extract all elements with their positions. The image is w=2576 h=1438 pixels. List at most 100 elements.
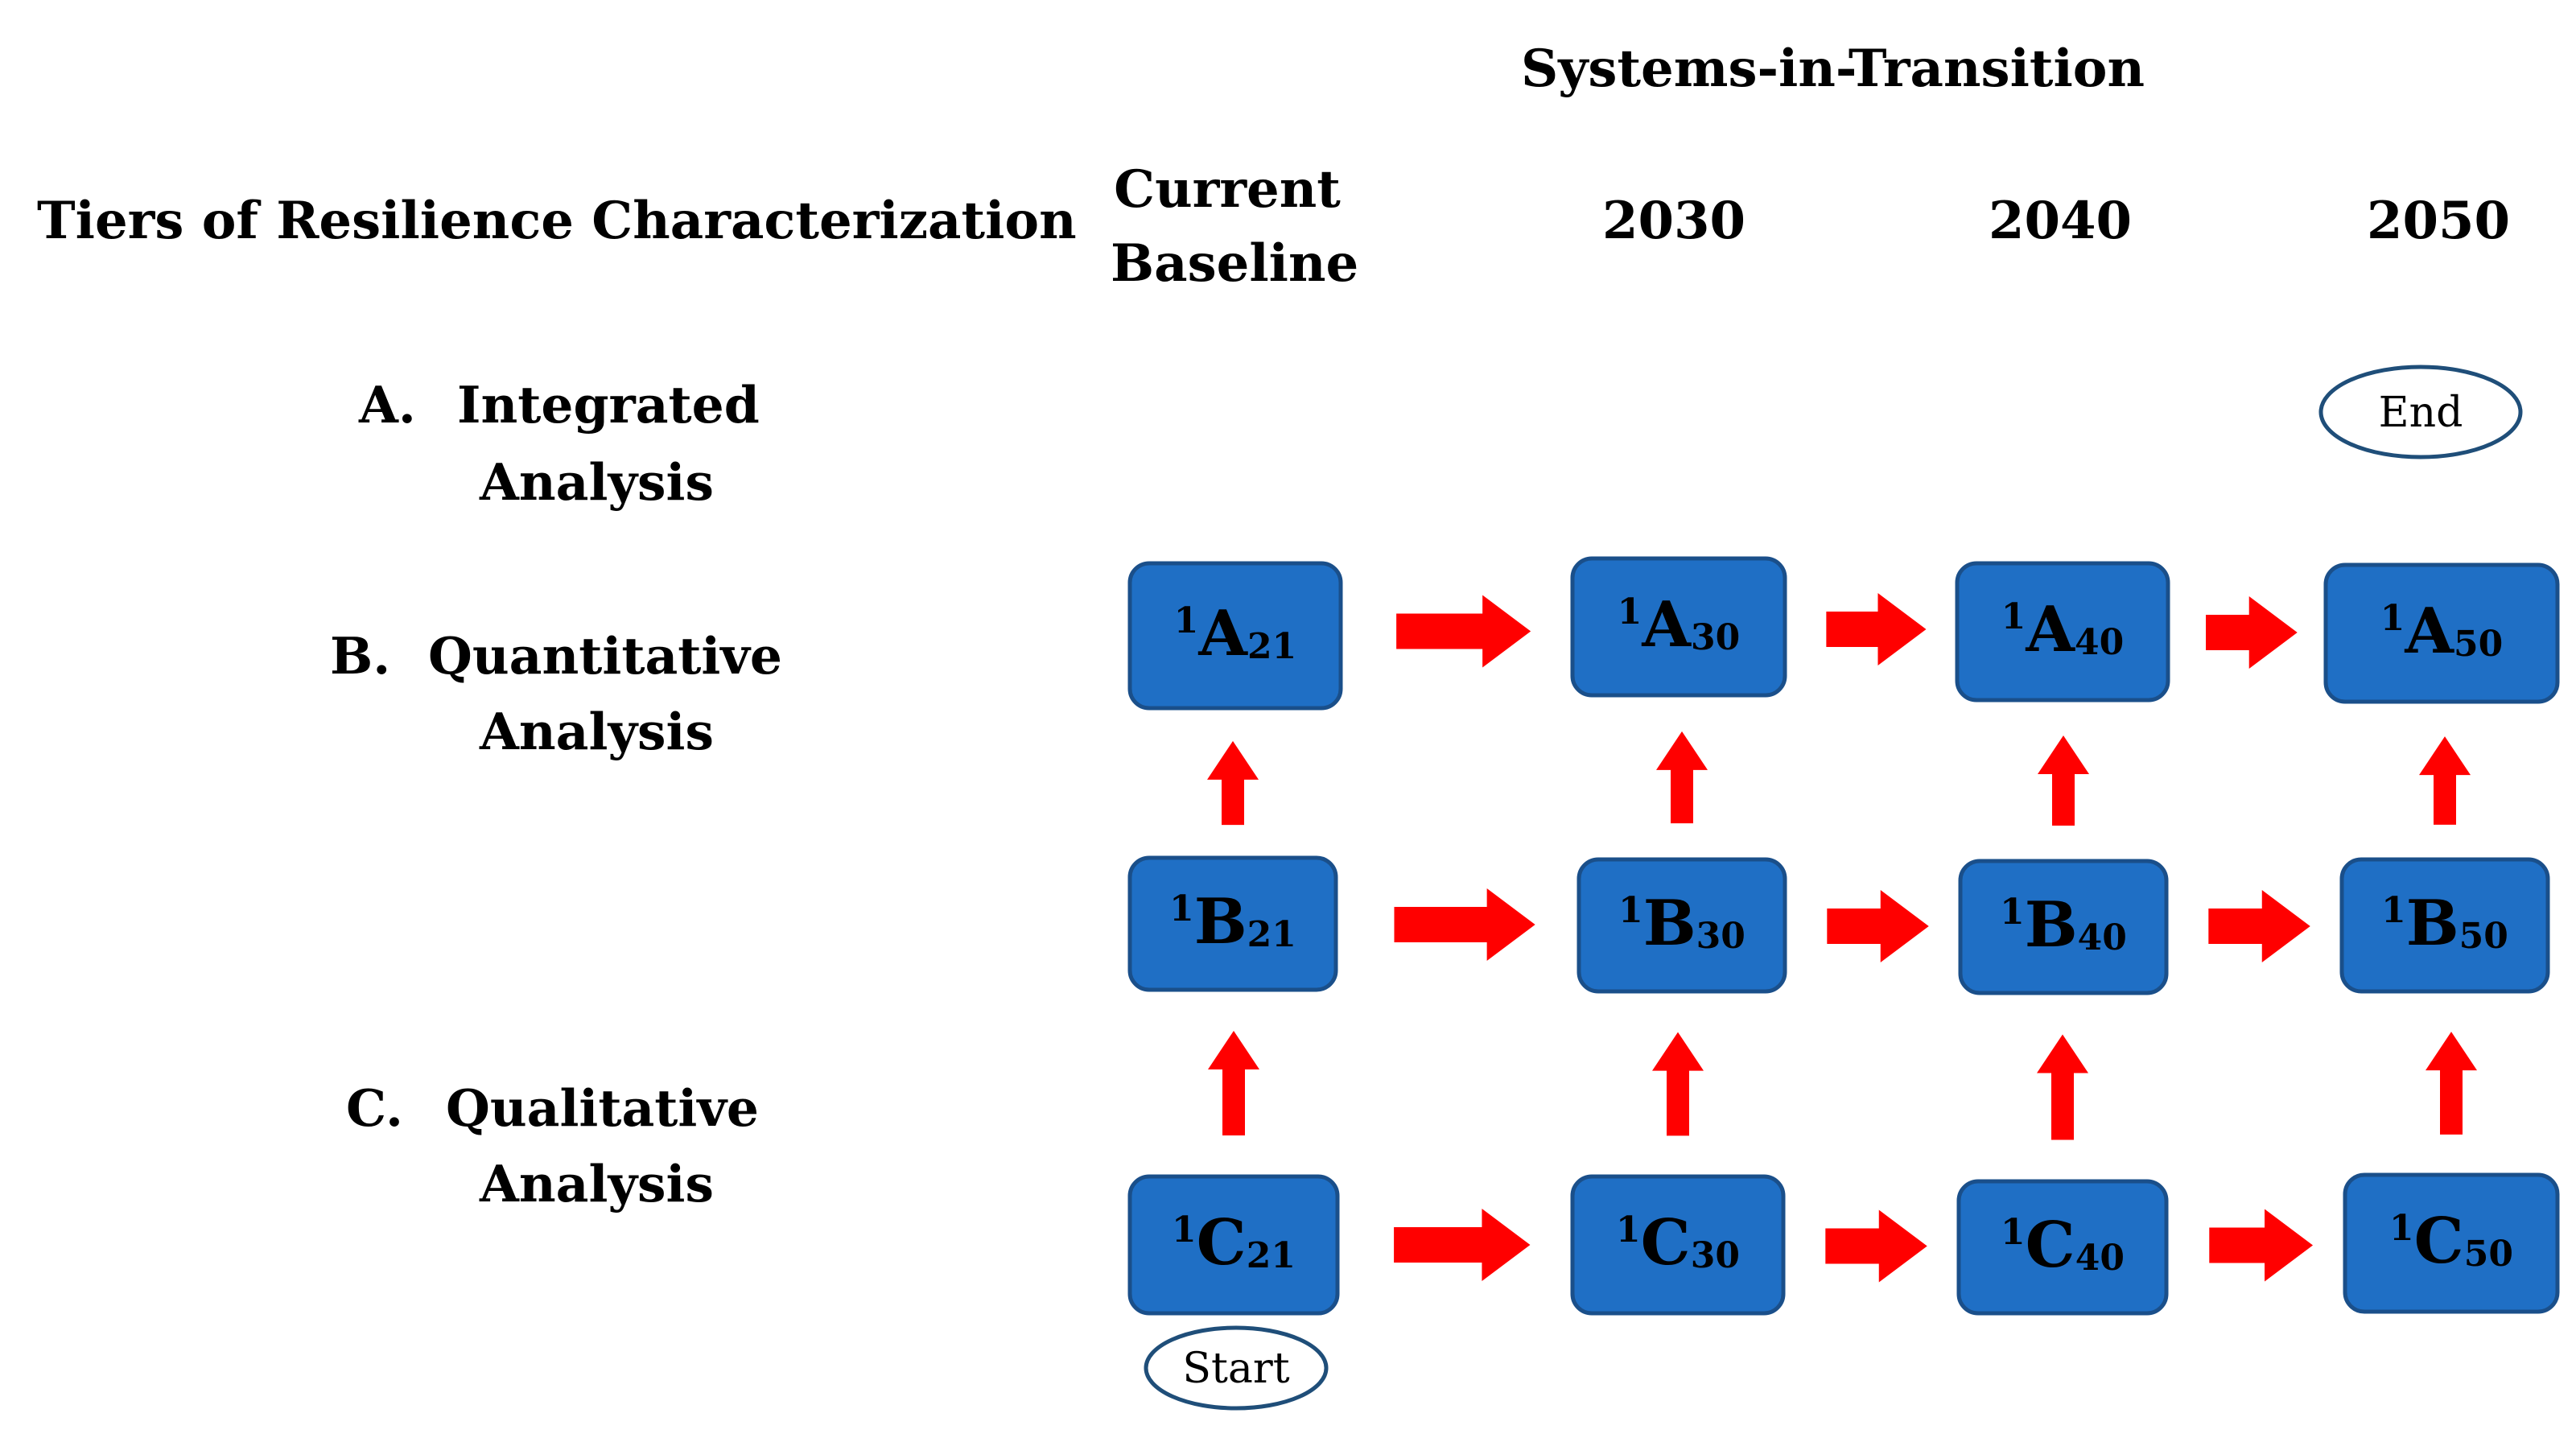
node-label-letter: A — [1197, 597, 1248, 670]
node-box-c30 — [1570, 1174, 1786, 1316]
column-header-2030: 2030 — [1601, 191, 1746, 251]
arrow-b30-to-b40 — [1827, 890, 1929, 962]
node-label-sup: 1 — [2000, 892, 2025, 933]
node-box-a40 — [1955, 561, 2170, 703]
node-a30: 1A30 — [1570, 556, 1787, 698]
arrow-c30-to-c40 — [1825, 1209, 1927, 1283]
arrow-c21-to-c30 — [1394, 1209, 1531, 1281]
end-label: End — [2379, 389, 2463, 437]
node-label-sup: 1 — [1618, 591, 1642, 632]
arrow-c30-to-b30 — [1652, 1032, 1704, 1136]
node-label-letter: B — [2406, 887, 2459, 960]
node-box-b21 — [1127, 855, 1338, 992]
node-label-sub: 30 — [1691, 1235, 1740, 1276]
node-box-c50 — [2343, 1172, 2560, 1314]
node-label-letter: C — [2414, 1205, 2464, 1278]
node-label-letter: A — [2025, 593, 2075, 666]
column-header-current: Current — [1114, 159, 1341, 220]
node-label-sub: 21 — [1247, 626, 1296, 667]
node-label-letter: A — [1641, 588, 1692, 661]
arrow-c50-to-b50 — [2426, 1032, 2477, 1135]
terminals-layer: Start End — [1144, 365, 2523, 1411]
arrow-b21-to-b30 — [1394, 888, 1535, 961]
arrow-b40-to-b50 — [2208, 890, 2310, 962]
node-label-letter: B — [2025, 888, 2078, 962]
node-label-c50: 1C50 — [2389, 1205, 2513, 1278]
node-label-sup: 1 — [1174, 600, 1199, 641]
node-label-sup: 1 — [2389, 1208, 2414, 1249]
node-label-a30: 1A30 — [1618, 588, 1740, 661]
arrow-b21-to-a21 — [1207, 740, 1259, 826]
node-label-sub: 50 — [2454, 624, 2503, 665]
node-label-letter: B — [1643, 887, 1696, 960]
tier-b-line1: Quantitative — [428, 626, 782, 686]
arrow-a21-to-a30 — [1396, 595, 1531, 668]
node-box-b30 — [1577, 857, 1787, 994]
node-label-sup: 1 — [1169, 888, 1194, 929]
column-header-current-baseline: Current Baseline — [1111, 153, 1359, 301]
node-label-sup: 1 — [1172, 1209, 1197, 1251]
node-a50: 1A50 — [2323, 562, 2560, 704]
node-label-sub: 50 — [2459, 916, 2508, 957]
node-label-b50: 1B50 — [2381, 887, 2508, 960]
node-label-sub: 21 — [1247, 914, 1296, 955]
node-label-a50: 1A50 — [2380, 595, 2503, 668]
node-label-letter: C — [2026, 1209, 2075, 1282]
tier-a-letter: A. — [359, 375, 416, 435]
start-terminal: Start — [1144, 1325, 1329, 1411]
node-box-b50 — [2339, 857, 2550, 994]
arrow-b50-to-a50 — [2419, 736, 2471, 825]
arrow-b30-to-a30 — [1656, 731, 1708, 824]
node-label-sup: 1 — [1616, 1209, 1641, 1251]
node-label-letter: B — [1194, 885, 1247, 958]
node-box-a30 — [1570, 556, 1787, 698]
node-c21: 1C21 — [1127, 1174, 1340, 1316]
tiers-heading: Tiers of Resilience Characterization — [37, 191, 1077, 251]
node-box-a21 — [1127, 561, 1343, 711]
node-label-sup: 1 — [2381, 890, 2406, 931]
node-label-letter: C — [1197, 1206, 1247, 1279]
arrow-c40-to-b40 — [2037, 1034, 2088, 1140]
node-label-letter: C — [1641, 1206, 1691, 1279]
end-oval — [2318, 365, 2523, 459]
node-label-sup: 1 — [2380, 598, 2405, 639]
column-header-2050: 2050 — [2366, 191, 2511, 251]
arrows-layer — [1207, 593, 2477, 1283]
node-label-b40: 1B40 — [2000, 888, 2127, 962]
node-label-sub: 30 — [1691, 617, 1740, 658]
tier-b-line2: Analysis — [480, 702, 714, 761]
tier-b-letter: B. — [330, 626, 391, 686]
node-label-sub: 30 — [1696, 916, 1745, 957]
node-label-sup: 1 — [1618, 890, 1643, 931]
arrow-a30-to-a40 — [1826, 593, 1927, 665]
node-label-sub: 40 — [2075, 1238, 2125, 1279]
node-label-sub: 21 — [1247, 1235, 1296, 1276]
node-a40: 1A40 — [1955, 561, 2170, 703]
node-b30: 1B30 — [1577, 857, 1787, 994]
node-label-c21: 1C21 — [1172, 1206, 1296, 1279]
tier-c-line1: Qualitative — [446, 1078, 760, 1138]
node-label-a40: 1A40 — [2001, 593, 2124, 666]
column-header-baseline: Baseline — [1111, 233, 1359, 294]
node-box-b40 — [1958, 859, 2169, 995]
tier-c-line2: Analysis — [480, 1154, 714, 1213]
node-label-a21: 1A21 — [1174, 597, 1296, 670]
arrow-c21-to-b21 — [1208, 1031, 1259, 1135]
arrow-b40-to-a40 — [2038, 735, 2089, 826]
arrow-c40-to-c50 — [2209, 1209, 2314, 1282]
node-label-sub: 40 — [2075, 622, 2124, 663]
node-label-sup: 1 — [2001, 596, 2026, 637]
node-label-sup: 1 — [2001, 1212, 2026, 1253]
tier-a-line2: Analysis — [480, 452, 714, 512]
systems-in-transition-heading: Systems-in-Transition — [1521, 39, 2145, 99]
node-a21: 1A21 — [1127, 561, 1343, 711]
node-c30: 1C30 — [1570, 1174, 1786, 1316]
node-b21: 1B21 — [1127, 855, 1338, 992]
node-label-letter: A — [2404, 595, 2454, 668]
node-b40: 1B40 — [1958, 859, 2169, 995]
node-label-sub: 40 — [2078, 917, 2127, 958]
tier-c-letter: C. — [346, 1078, 403, 1138]
node-box-a50 — [2323, 562, 2560, 704]
